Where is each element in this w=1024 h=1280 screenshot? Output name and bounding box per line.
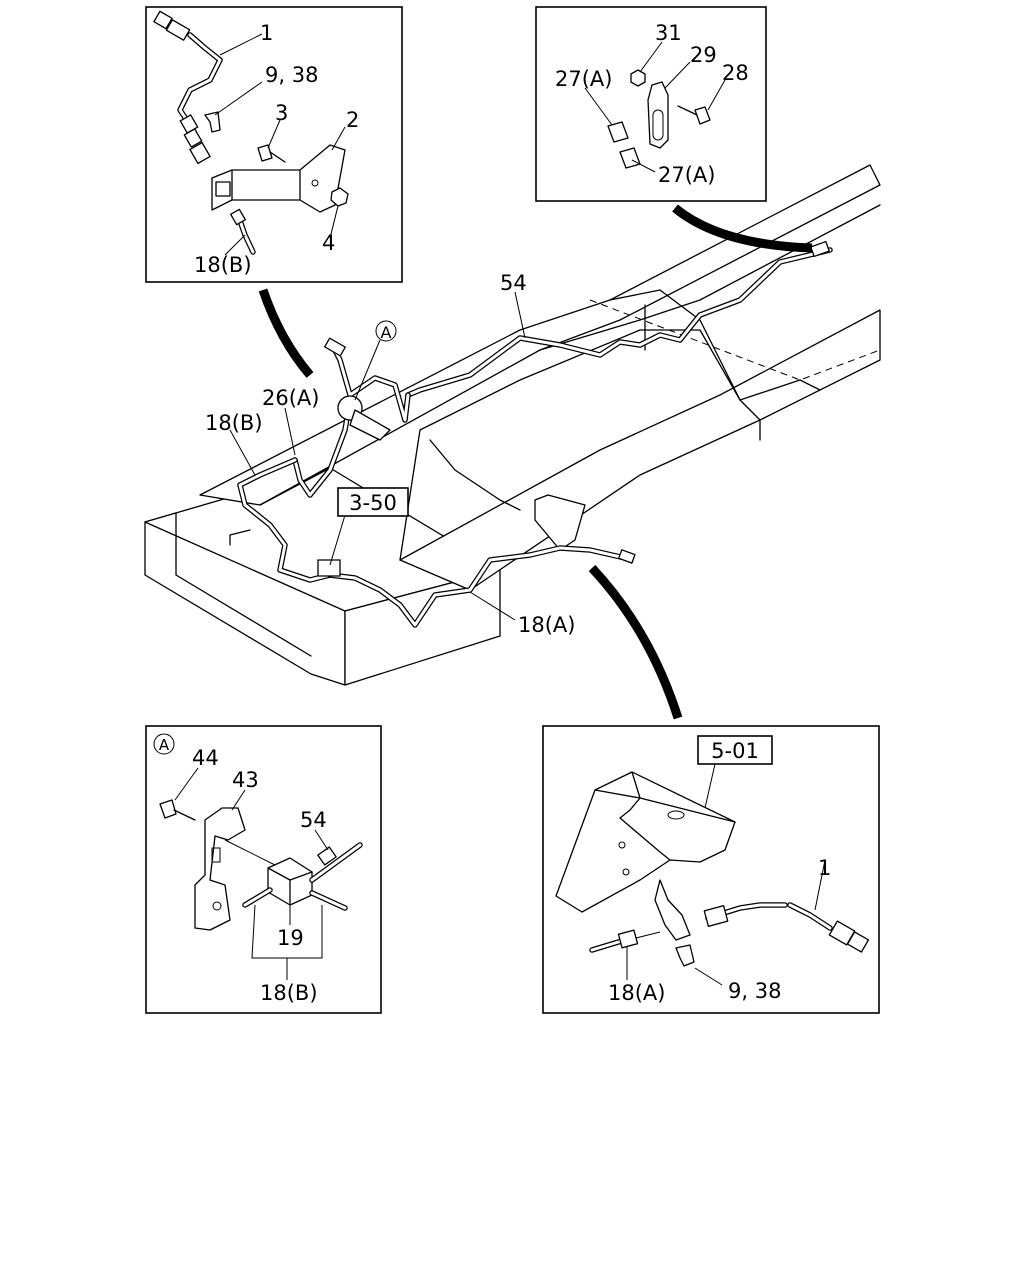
pointer-arc-bottom-right xyxy=(588,564,683,720)
pointer-arc-top-left xyxy=(258,288,314,378)
clip-29 xyxy=(647,81,669,149)
inset-top-left xyxy=(145,6,403,283)
bracket-43 xyxy=(194,807,246,931)
label-18b-main: 18(B) xyxy=(205,411,263,435)
tl-label-4: 4 xyxy=(322,231,335,255)
bl-label-19: 19 xyxy=(277,926,304,950)
tl-label-3: 3 xyxy=(275,101,288,125)
brake-pipe-routing xyxy=(237,240,833,628)
bl-label-44: 44 xyxy=(192,746,219,770)
tl-label-2: 2 xyxy=(346,108,359,132)
label-ref-3-50: 3-50 xyxy=(349,491,397,515)
bl-marker-a: A xyxy=(159,736,170,754)
tr-label-28: 28 xyxy=(722,61,749,85)
frame-bracket xyxy=(534,494,586,551)
ref-box-5-01 xyxy=(697,735,773,765)
bl-label-18b: 18(B) xyxy=(260,981,318,1005)
ref-box-3-50 xyxy=(337,487,409,517)
inset-top-right xyxy=(535,6,767,202)
inset-bottom-left xyxy=(145,725,382,1014)
three-way-joint-19 xyxy=(317,559,341,577)
tr-label-27a-top: 27(A) xyxy=(555,67,612,91)
tr-label-27a-bottom: 27(A) xyxy=(658,163,715,187)
label-a-main: A xyxy=(381,323,392,342)
inset-bottom-right xyxy=(542,725,880,1014)
tl-label-1: 1 xyxy=(260,21,273,45)
tl-label-9-38: 9, 38 xyxy=(265,63,318,87)
circle-marker-a-main xyxy=(375,320,397,342)
label-54-main: 54 xyxy=(500,271,527,295)
bracket-5-01 xyxy=(555,771,736,913)
br-label-ref-5-01: 5-01 xyxy=(711,739,759,763)
bracket-2 xyxy=(211,144,346,213)
br-label-9-38: 9, 38 xyxy=(728,979,781,1003)
tr-label-29: 29 xyxy=(690,43,717,67)
br-label-1: 1 xyxy=(818,856,831,880)
main-leaders xyxy=(229,291,526,621)
tl-label-18b: 18(B) xyxy=(194,253,252,277)
label-26a-main: 26(A) xyxy=(262,386,319,410)
bl-label-54: 54 xyxy=(300,808,327,832)
br-label-18a: 18(A) xyxy=(608,981,665,1005)
label-18a-main: 18(A) xyxy=(518,613,575,637)
pointer-arc-top-right xyxy=(672,204,813,253)
rear-crossmember-side xyxy=(344,569,501,686)
tr-label-31: 31 xyxy=(655,21,682,45)
side-rail-lower xyxy=(399,309,881,591)
bl-label-43: 43 xyxy=(232,768,259,792)
